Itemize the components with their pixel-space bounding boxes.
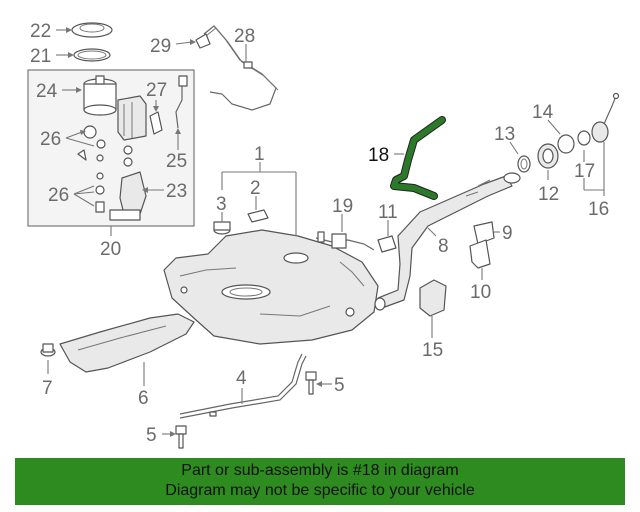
callout-27: 27: [146, 80, 167, 101]
callout-7: 7: [42, 378, 53, 399]
callout-8: 8: [438, 236, 449, 257]
callout-14: 14: [532, 102, 554, 123]
callout-25: 25: [166, 151, 187, 172]
parts-diagram: 22 21 24 27 26 25 26 23 20 29 28 1 3 2 1…: [27, 21, 620, 449]
part-23-filter[interactable]: [109, 171, 147, 221]
callout-16: 16: [588, 199, 609, 220]
banner-line-2: Diagram may not be specific to your vehi…: [165, 482, 475, 499]
callout-5-lower: 5: [146, 425, 157, 446]
part-26-small-parts-upper[interactable]: [77, 125, 106, 162]
part-12-filler-housing[interactable]: [537, 143, 559, 169]
callout-18: 18: [368, 145, 389, 166]
callout-2: 2: [250, 178, 261, 199]
part-5-bolt-upper[interactable]: [305, 371, 317, 395]
callout-12: 12: [538, 184, 559, 205]
leader-lines: [47, 27, 605, 437]
callout-24: 24: [36, 81, 58, 102]
callout-5-upper: 5: [334, 375, 345, 396]
callout-6: 6: [138, 388, 149, 409]
part-14-seal[interactable]: [557, 134, 575, 154]
callout-11: 11: [378, 202, 398, 223]
part-1-fuel-tank[interactable]: [163, 229, 379, 345]
banner-line-1: Part or sub-assembly is #18 in diagram: [181, 462, 459, 479]
part-2-pad[interactable]: [247, 209, 269, 223]
callout-19: 19: [332, 196, 353, 217]
callout-26-upper: 26: [40, 129, 61, 150]
callout-15: 15: [422, 340, 443, 361]
part-26-small-parts-lower[interactable]: [95, 145, 133, 213]
part-27-bracket[interactable]: [149, 111, 163, 135]
notice-banner: Part or sub-assembly is #18 in diagram D…: [15, 458, 625, 505]
part-17-ring[interactable]: [577, 130, 591, 146]
callout-10: 10: [470, 282, 491, 303]
part-5-bolt-lower[interactable]: [175, 425, 187, 449]
callout-20: 20: [100, 239, 121, 260]
part-18-breather-tube[interactable]: [390, 116, 446, 200]
part-29-clip[interactable]: [195, 33, 211, 49]
part-16-fuel-cap[interactable]: [591, 92, 620, 143]
part-6-protector[interactable]: [59, 313, 195, 373]
callout-29: 29: [150, 36, 171, 57]
part-19-hose[interactable]: [315, 231, 375, 251]
part-21-gasket[interactable]: [73, 48, 111, 62]
callout-23: 23: [166, 181, 187, 202]
part-13-gasket[interactable]: [517, 155, 531, 173]
callout-4: 4: [236, 368, 247, 389]
part-9-bracket[interactable]: [473, 221, 495, 245]
callout-3: 3: [216, 194, 227, 215]
callout-21: 21: [30, 46, 51, 67]
callout-17: 17: [574, 161, 595, 182]
part-28-wire-harness[interactable]: [203, 25, 279, 111]
part-3-grommet[interactable]: [213, 221, 231, 235]
callout-13: 13: [494, 124, 515, 145]
callout-22: 22: [30, 21, 51, 42]
part-10-bracket[interactable]: [469, 239, 491, 269]
fuel-pump-module-body: [117, 95, 147, 141]
part-11-clamp[interactable]: [377, 235, 397, 253]
part-15-canister[interactable]: [419, 279, 447, 317]
part-4-tank-band[interactable]: [179, 353, 307, 419]
part-7-clip[interactable]: [40, 343, 56, 357]
part-8-filler-pipe[interactable]: [374, 172, 521, 311]
part-22-retainer-ring[interactable]: [71, 22, 113, 38]
callout-9: 9: [502, 223, 513, 244]
part-25-sender-wire[interactable]: [175, 75, 188, 129]
callout-26-lower: 26: [48, 185, 69, 206]
callout-1: 1: [254, 144, 265, 165]
callout-28: 28: [234, 26, 255, 47]
part-24-fuel-pump[interactable]: [83, 75, 117, 116]
